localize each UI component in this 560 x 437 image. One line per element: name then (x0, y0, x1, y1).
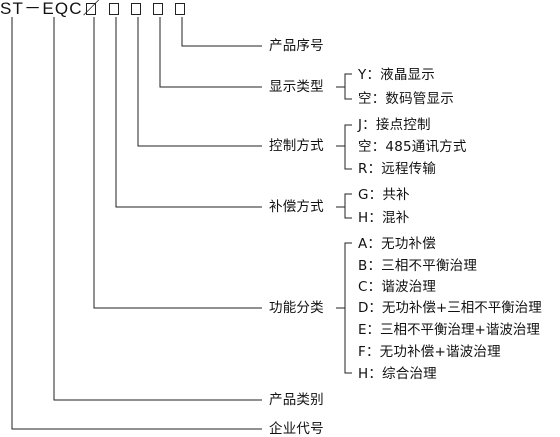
option-control-empty: 空：485通讯方式 (358, 139, 467, 155)
label-compensation-mode: 补偿方式 (269, 199, 324, 215)
option-function-d: D：无功补偿+三相不平衡治理 (358, 300, 542, 316)
option-display-y: Y：液晶显示 (358, 67, 435, 83)
line-control-mode (137, 17, 262, 147)
code-slot-display (153, 3, 163, 15)
option-control-r: R：远程传输 (358, 161, 437, 177)
bracket-display-type (344, 73, 352, 100)
code-slot-control (131, 3, 141, 15)
option-function-f: F：无功补偿+谐波治理 (358, 344, 501, 360)
option-control-j: J：接点控制 (358, 117, 431, 133)
line-product-serial (181, 17, 262, 47)
option-function-a: A：无功补偿 (358, 236, 436, 252)
label-function-class: 功能分类 (269, 300, 324, 316)
bracket-control-mode (344, 124, 352, 170)
code-slot-compensation (109, 3, 119, 15)
label-display-type: 显示类型 (269, 79, 324, 95)
option-function-h: H：综合治理 (358, 366, 437, 382)
model-code-prefix: ST－EQC／ (0, 0, 101, 18)
option-display-empty: 空：数码管显示 (358, 91, 454, 107)
option-function-e: E：三相不平衡治理+谐波治理 (358, 322, 540, 338)
label-company-code: 企业代号 (269, 421, 324, 437)
line-company-code (11, 17, 262, 430)
line-display-type (159, 17, 262, 88)
bracket-compensation-mode (344, 193, 352, 219)
option-function-c: C：谐波治理 (358, 279, 437, 295)
label-product-category: 产品类别 (269, 392, 324, 408)
label-product-serial: 产品序号 (269, 38, 324, 54)
line-product-category (53, 17, 262, 401)
option-compensation-g: G：共补 (358, 187, 410, 203)
label-control-mode: 控制方式 (269, 138, 324, 154)
code-slot-function (86, 3, 96, 15)
option-compensation-h: H：混补 (358, 210, 410, 226)
line-compensation-mode (115, 17, 262, 208)
code-slot-serial (175, 3, 185, 15)
option-function-b: B：三相不平衡治理 (358, 258, 478, 274)
line-function-class (93, 17, 262, 309)
bracket-function-class (344, 242, 352, 374)
